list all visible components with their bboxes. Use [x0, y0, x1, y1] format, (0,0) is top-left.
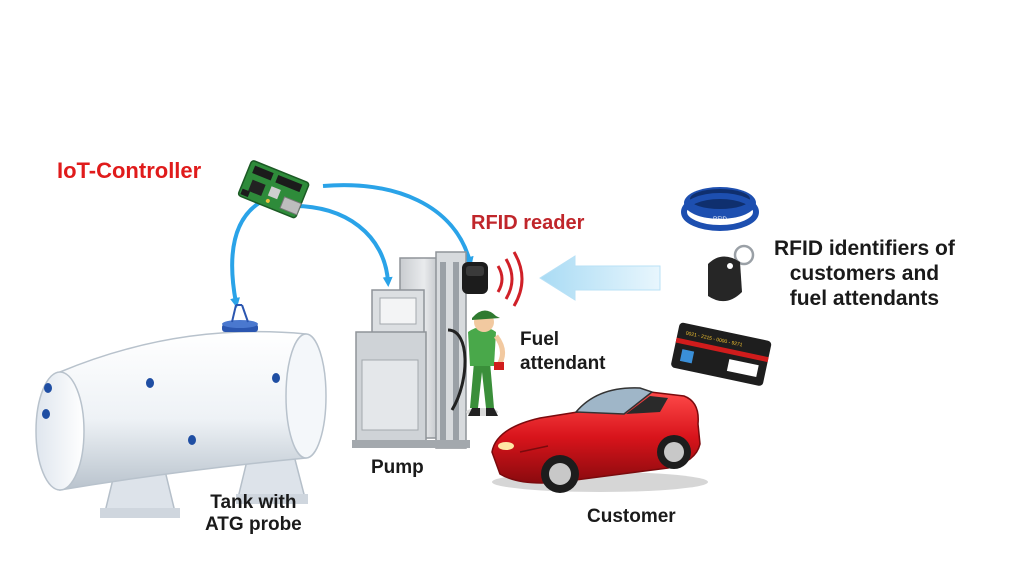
- connection-arrows: [230, 183, 474, 308]
- rfid-identifiers-line: RFID identifiers of: [774, 237, 955, 260]
- tank-label-line: Tank with: [210, 492, 297, 513]
- rfid-reader-label: RFID reader: [471, 212, 585, 234]
- atg-probe: [231, 304, 249, 323]
- fuel-attendant-line: Fuel: [520, 329, 560, 350]
- iot-controller-board: [237, 160, 310, 219]
- iot-controller-label: IoT-Controller: [57, 158, 202, 183]
- wristband-text: RFID: [713, 217, 728, 223]
- pump-label: Pump: [371, 457, 424, 478]
- customer-label: Customer: [587, 506, 676, 527]
- tank-label: Tank with ATG probe: [205, 492, 302, 536]
- rfid-identifiers-line: customers and: [789, 262, 940, 286]
- arrow-controller-to-tank: [230, 196, 269, 308]
- fuel-pump: [352, 251, 470, 449]
- arrow-controller-to-reader: [322, 183, 474, 267]
- rfid-identifiers-line: fuel attendants: [789, 287, 940, 311]
- storage-tank: [35, 304, 327, 518]
- fuel-attendant-figure: [466, 310, 505, 416]
- arrow-controller-to-pump: [291, 203, 393, 287]
- rfid-card: 0021 - 2215 - 0000 - 9271: [671, 322, 772, 386]
- fuel-attendant-line: attendant: [520, 352, 606, 374]
- rfid-identifiers-label: RFID identifiers of customers and fuel a…: [774, 236, 955, 312]
- identifier-arrow: [539, 255, 661, 301]
- rfid-signal-waves: [496, 251, 524, 307]
- rfid-keyfob: [708, 244, 755, 302]
- fuel-attendant-label: Fuel attendant: [520, 328, 606, 376]
- rfid-wristband: RFID: [681, 187, 759, 231]
- rfid-reader-device: [462, 251, 524, 307]
- tank-label-line: ATG probe: [205, 513, 302, 535]
- customer-car: [491, 387, 708, 493]
